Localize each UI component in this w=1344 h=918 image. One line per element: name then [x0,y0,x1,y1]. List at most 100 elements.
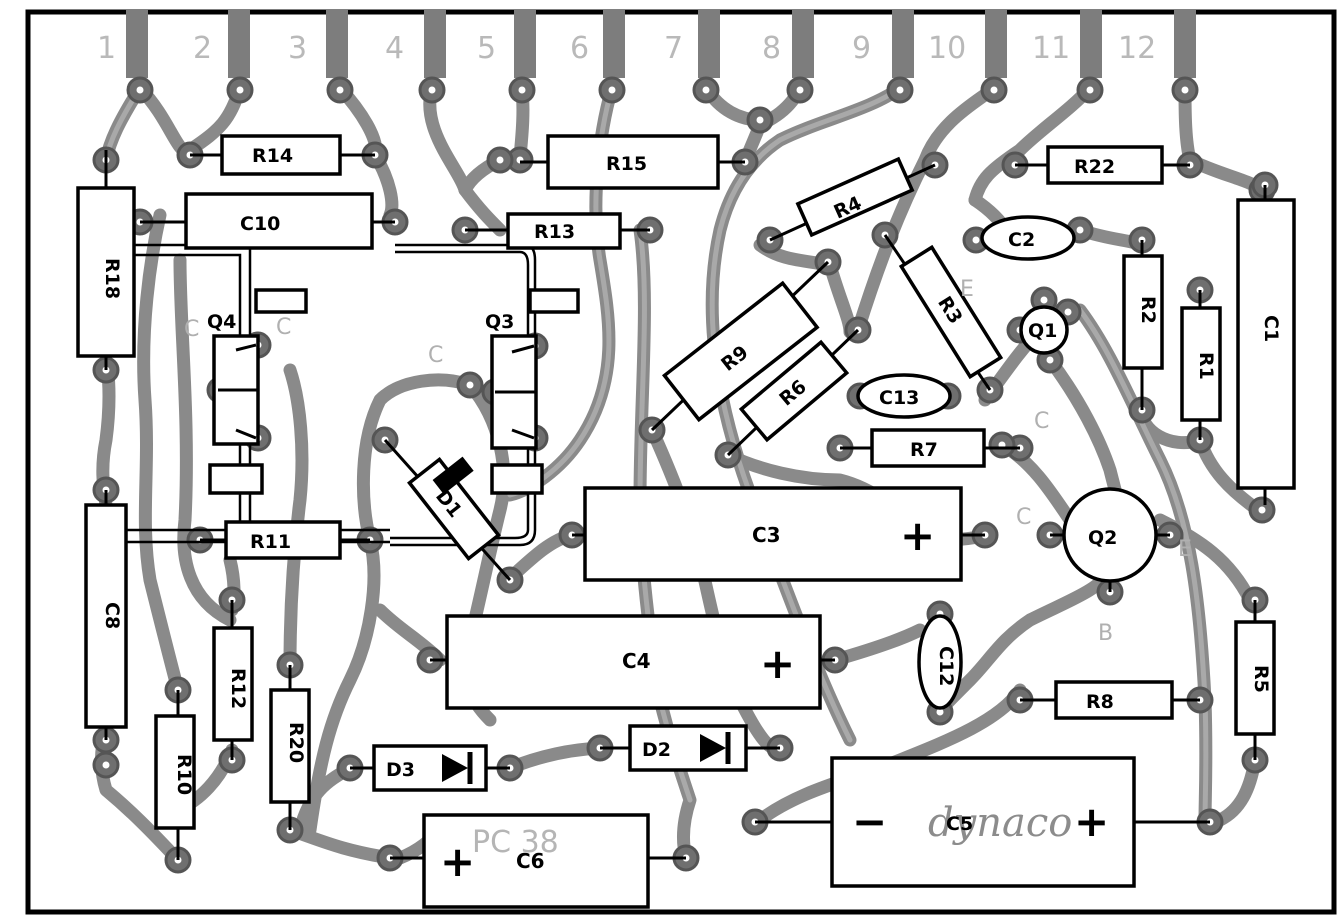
board-number: PC 38 [472,825,559,860]
capacitor-label: C4 [622,649,651,673]
polarity-plus: + [1074,797,1109,846]
pin-markings: C C C C C B E E [184,277,1192,646]
edge-connector [126,10,1196,78]
transistor-q2: Q2 [1050,487,1170,592]
pin-number: 6 [570,31,589,66]
resistor-r5: R5 [1234,600,1276,760]
resistor-r14: R14 [190,134,375,176]
pad-hole [972,236,980,244]
emitter-mark: E [960,277,974,302]
pin-number: 4 [385,31,404,66]
resistor-label: R20 [285,722,307,763]
resistor-r6: R6 [726,328,860,457]
capacitor-c2: C2 [980,215,1076,261]
capacitor-label: C13 [879,387,919,409]
pad-hole [936,708,944,716]
resistor-label: R1 [1195,352,1217,380]
capacitor-c13: C13 [856,373,952,419]
pad-hole [336,86,344,94]
pin-number: 2 [193,31,212,66]
capacitor-c6: C6 + [390,813,686,909]
pad-hole [518,86,526,94]
collector-mark: C [1016,505,1031,530]
polarity-plus: + [900,511,935,560]
capacitor-label: C5 [946,813,973,835]
pad-hole [702,86,710,94]
resistor-r20: R20 [269,665,311,830]
collector-mark: C [1034,409,1049,434]
resistors: R18 R14 R15 R13 R22 R4 R3 R9 R6 R7 R2 R1… [76,134,1276,860]
collector-mark: C [184,317,199,342]
transistors: Q4 Q3 Q1 Q2 [207,288,1170,592]
collector-mark: C [276,315,291,340]
pad-hole [896,86,904,94]
transistor-label: Q1 [1028,320,1057,342]
resistor-r12: R12 [212,600,254,760]
resistor-r22: R22 [1015,145,1190,185]
pad-hole [428,86,436,94]
pad-hole [496,156,504,164]
diodes: D1 D2 D3 [350,439,780,792]
resistor-label: R5 [1250,665,1272,693]
pad-hole [990,86,998,94]
capacitor-c10: C10 [140,192,395,250]
resistor-r4: R4 [769,156,936,242]
pin-number: 11 [1032,31,1070,66]
resistor-label: R11 [250,531,291,553]
capacitor-label: C8 [101,602,123,629]
pad-hole [102,761,110,769]
resistor-label: R18 [101,258,123,299]
pin-number: 7 [664,31,683,66]
resistor-r1: R1 [1180,290,1222,440]
capacitor-label: C6 [516,849,545,873]
pad-hole [1181,86,1189,94]
pad-hole [1064,308,1072,316]
emitter-mark: E [1178,537,1192,562]
capacitor-c8: C8 [84,490,128,740]
brand-logo: dynaco [928,800,1072,846]
pad-hole [1258,506,1266,514]
resistor-label: R7 [910,439,938,461]
resistor-r3: R3 [883,234,1004,391]
resistor-r13: R13 [465,212,650,250]
diode-d1: D1 [383,439,512,581]
polarity-minus: − [852,797,887,846]
resistor-r11: R11 [200,520,370,560]
pad-hole [1086,86,1094,94]
pad-hole [1076,226,1084,234]
transistor-label: Q2 [1088,527,1117,549]
resistor-label: R14 [252,145,293,167]
pad-hole [236,86,244,94]
diode-label: D3 [386,759,415,781]
resistor-label: R15 [606,153,647,175]
diode-d2: D2 [600,724,780,772]
capacitor-label: C1 [1260,315,1282,342]
resistor-r2: R2 [1122,240,1164,410]
capacitor-c3: C3+ [572,486,985,582]
capacitor-label: C10 [240,213,280,235]
resistor-label: R8 [1086,691,1114,713]
pad-hole [466,381,474,389]
resistor-label: R13 [534,221,575,243]
resistor-label: R12 [227,668,249,709]
polarity-plus: + [440,837,475,886]
resistor-r8: R8 [1020,680,1200,720]
transistor-label: Q3 [485,311,514,333]
capacitor-c1: C1 [1236,185,1296,505]
resistor-label: R22 [1074,156,1115,178]
pin-number: 12 [1118,31,1156,66]
transistor-q3: Q3 [485,288,580,495]
pad-hole [1040,296,1048,304]
pin-number: 10 [928,31,966,66]
pin-number: 1 [97,31,116,66]
base-mark: B [1098,621,1113,646]
transistor-q1: Q1 [1019,305,1069,355]
capacitor-c12: C12 [917,614,963,710]
transistor-q4: Q4 [207,288,308,495]
pad-hole [136,86,144,94]
pin-number: 3 [288,31,307,66]
pad-hole [756,116,764,124]
diode-d3: D3 [350,744,510,792]
